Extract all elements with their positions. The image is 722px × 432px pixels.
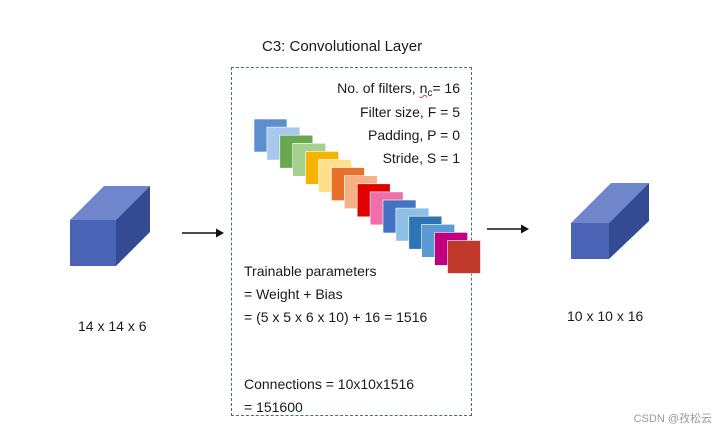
filter-square (447, 240, 481, 274)
stride-label: Stride, S = 1 (382, 150, 460, 166)
input-cube-icon (70, 186, 150, 266)
trainable-formula: = Weight + Bias (244, 286, 343, 302)
trainable-title: Trainable parameters (244, 263, 377, 279)
arrow-right-icon (182, 228, 224, 238)
output-cube-side (609, 183, 649, 259)
watermark: CSDN @孜松云 (633, 413, 712, 425)
num-filters-subscript: c (427, 88, 433, 99)
layer-title: C3: Convolutional Layer (262, 38, 423, 55)
num-filters-symbol: n (419, 80, 428, 96)
trainable-value: = (5 x 5 x 6 x 10) + 16 = 1516 (244, 309, 428, 325)
input-cube-front (70, 220, 116, 266)
connections-formula: Connections = 10x10x1516 (244, 376, 415, 392)
num-filters-prefix: No. of filters, (337, 80, 420, 96)
padding-label: Padding, P = 0 (368, 127, 460, 143)
num-filters-label: No. of filters, nc= 16 (337, 80, 460, 99)
arrow-right-icon (487, 224, 529, 234)
output-cube-front (571, 223, 609, 259)
output-dimension-label: 10 x 10 x 16 (567, 308, 644, 324)
output-cube-top (571, 183, 649, 223)
input-cube-side (116, 186, 150, 266)
num-filters-value: = 16 (432, 80, 460, 96)
input-dimension-label: 14 x 14 x 6 (78, 318, 147, 334)
input-cube-top (70, 186, 150, 220)
output-cube-icon (571, 183, 649, 259)
filter-size-label: Filter size, F = 5 (360, 104, 460, 120)
connections-value: = 151600 (244, 399, 303, 415)
